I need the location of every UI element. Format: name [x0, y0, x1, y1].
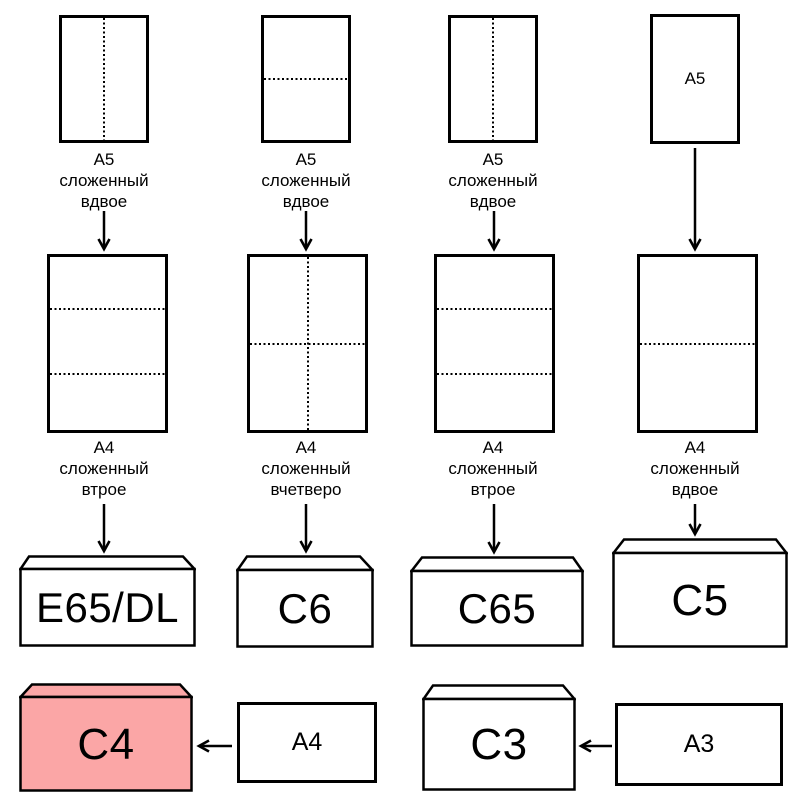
source-paper-a4: А4 — [237, 702, 377, 783]
envelope-label: C65 — [457, 585, 537, 632]
fold-line — [306, 257, 309, 430]
caption-a5-col1: А5 сложенный вдвое — [19, 149, 189, 212]
caption-line: А4 — [684, 438, 706, 457]
envelope-shape — [19, 683, 193, 792]
fold-line — [264, 78, 348, 80]
paper-a4-col4 — [637, 254, 758, 433]
caption-line: сложенный — [448, 171, 538, 190]
envelope-shape — [19, 555, 196, 647]
fold-line — [492, 18, 494, 140]
paper-a5-col1 — [59, 15, 149, 143]
caption-line: вчетверо — [270, 480, 342, 499]
caption-line: А5 — [295, 150, 317, 169]
envelope-label: C3 — [470, 720, 528, 769]
caption-line: сложенный — [448, 459, 538, 478]
caption-line: сложенный — [59, 171, 149, 190]
caption-a4-col4: А4 сложенный вдвое — [610, 437, 780, 500]
envelope-c6: C6 — [236, 555, 374, 648]
envelope-label: C4 — [77, 719, 135, 769]
caption-a4-col1: А4 сложенный втрое — [19, 437, 189, 500]
source-paper-label: А4 — [291, 728, 323, 756]
envelope-label: C6 — [277, 585, 333, 632]
envelope-c65: C65 — [410, 556, 584, 647]
paper-a4-col1 — [47, 254, 168, 433]
paper-a5-col3 — [448, 15, 538, 143]
envelope-shape — [236, 555, 374, 648]
caption-line: сложенный — [261, 171, 351, 190]
fold-line — [50, 308, 165, 311]
caption-a4-col2: А4 сложенный вчетверо — [221, 437, 391, 500]
fold-line — [50, 372, 165, 375]
paper-a4-col2 — [247, 254, 368, 433]
caption-line: А5 — [93, 150, 115, 169]
envelope-e65dl: E65/DL — [19, 555, 196, 647]
caption-line: вдвое — [80, 192, 128, 211]
paper-a5-label: А5 — [684, 69, 706, 88]
fold-line — [437, 372, 552, 375]
caption-line: вдвое — [282, 192, 330, 211]
envelope-shape — [410, 556, 584, 647]
source-paper-label: А3 — [683, 730, 715, 758]
caption-a4-col3: А4 сложенный втрое — [408, 437, 578, 500]
caption-line: сложенный — [59, 459, 149, 478]
caption-line: А4 — [295, 438, 317, 457]
envelope-c5: C5 — [612, 538, 788, 648]
caption-a5-col2: А5 сложенный вдвое — [221, 149, 391, 212]
source-paper-a3: А3 — [615, 703, 783, 786]
caption-line: втрое — [470, 480, 516, 499]
caption-line: вдвое — [469, 192, 517, 211]
envelope-shape — [422, 684, 576, 791]
caption-a5-col3: А5 сложенный вдвое — [408, 149, 578, 212]
envelope-label: E65/DL — [35, 584, 180, 631]
caption-line: вдвое — [671, 480, 719, 499]
paper-a4-col3 — [434, 254, 555, 433]
paper-a5-col2 — [261, 15, 351, 143]
fold-line — [437, 308, 552, 311]
caption-line: сложенный — [261, 459, 351, 478]
fold-line — [640, 342, 755, 345]
caption-line: сложенный — [650, 459, 740, 478]
envelope-c3: C3 — [422, 684, 576, 791]
paper-a5-col4: А5 — [650, 14, 740, 144]
caption-line: А5 — [482, 150, 504, 169]
caption-line: А4 — [482, 438, 504, 457]
fold-line — [103, 18, 105, 140]
envelope-c4: C4 — [19, 683, 193, 792]
caption-line: А4 — [93, 438, 115, 457]
envelope-shape — [612, 538, 788, 648]
caption-line: втрое — [81, 480, 127, 499]
envelope-label: C5 — [671, 575, 729, 625]
